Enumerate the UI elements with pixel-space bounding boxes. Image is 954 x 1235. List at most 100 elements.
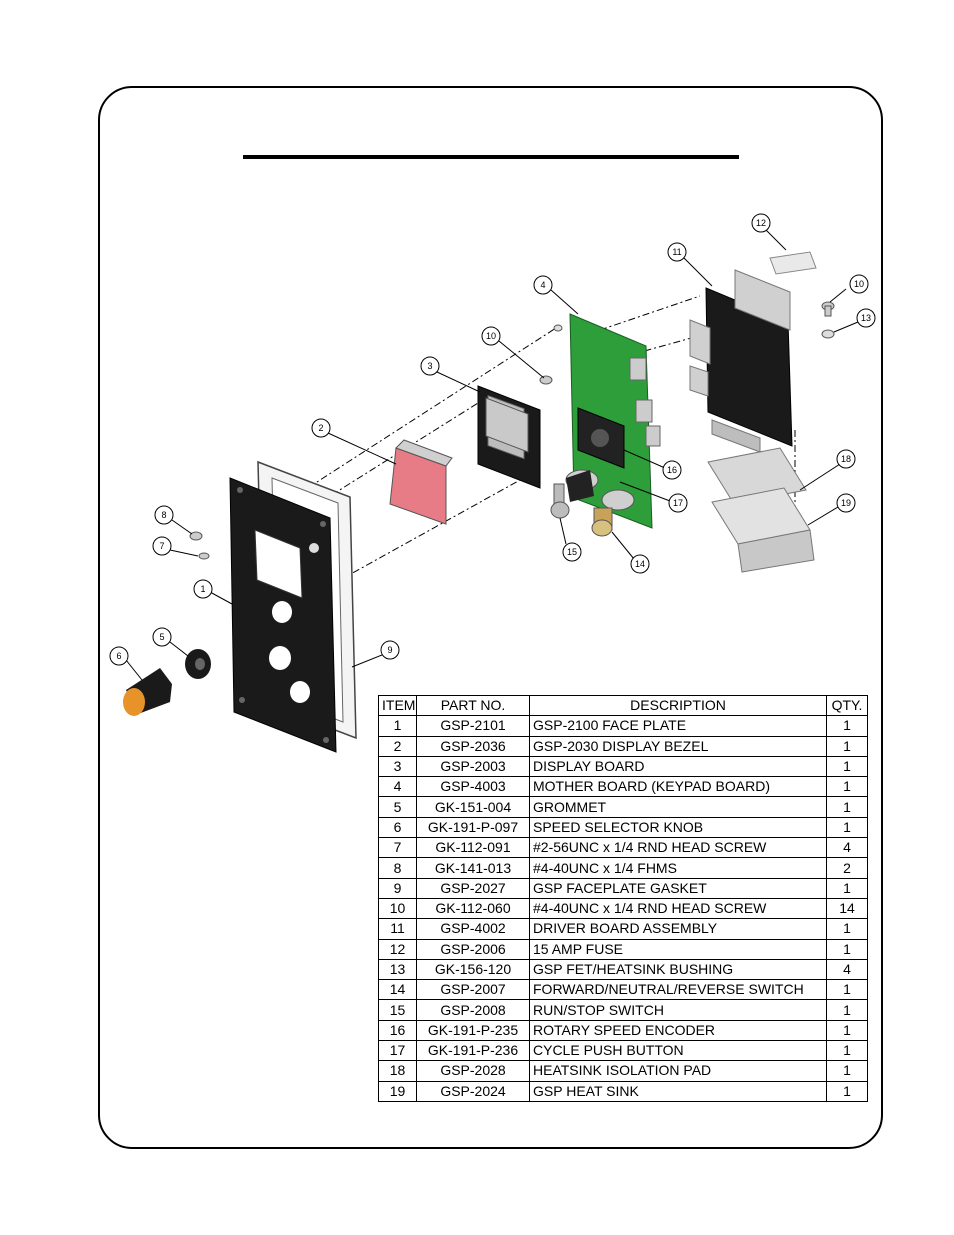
cell-description: 15 AMP FUSE (529, 938, 827, 960)
cell-qty: 4 (826, 837, 868, 859)
cell-part-no: GK-156-120 (416, 958, 530, 981)
cell-qty: 1 (826, 816, 868, 839)
cell-qty: 1 (826, 1060, 868, 1082)
cell-item: 1 (378, 715, 417, 737)
cell-item: 7 (378, 837, 417, 859)
table-header-row: ITEM PART NO. DESCRIPTION QTY. (378, 694, 868, 717)
cell-description: #4-40UNC x 1/4 RND HEAD SCREW (529, 897, 827, 920)
cell-part-no: GK-112-060 (416, 897, 530, 920)
callout-label: 14 (635, 559, 645, 569)
cell-part-no: GK-151-004 (416, 796, 530, 818)
callout-balloon: 1 (193, 579, 213, 599)
driver-board-assembly (689, 269, 793, 453)
callout-label: 13 (861, 313, 871, 323)
fuse (769, 251, 817, 275)
cell-item: 8 (378, 857, 417, 879)
callout-label: 18 (841, 454, 851, 464)
cell-qty: 1 (826, 755, 868, 778)
cell-description: DRIVER BOARD ASSEMBLY (529, 918, 827, 940)
cell-item: 6 (378, 816, 417, 839)
cell-part-no: GSP-2028 (416, 1060, 530, 1082)
cell-part-no: GSP-2003 (416, 755, 530, 778)
cell-item: 12 (378, 938, 417, 960)
callout-balloon: 7 (152, 536, 172, 556)
callout-balloon: 14 (630, 554, 650, 574)
cell-description: GSP HEAT SINK (529, 1080, 827, 1102)
callout-label: 5 (159, 632, 164, 642)
fnr-switch (591, 489, 635, 537)
header-qty: QTY. (826, 694, 868, 717)
screw-and-bushing (539, 301, 835, 385)
callout-balloon: 9 (380, 640, 400, 660)
callout-label: 1 (200, 584, 205, 594)
callout-balloon: 5 (152, 627, 172, 647)
callout-label: 4 (540, 280, 545, 290)
cell-description: FORWARD/NEUTRAL/REVERSE SWITCH (529, 979, 827, 1001)
cell-qty: 1 (826, 735, 868, 757)
cell-description: #4-40UNC x 1/4 FHMS (529, 857, 827, 879)
cell-part-no: GSP-2007 (416, 979, 530, 1001)
cell-qty: 14 (826, 897, 868, 920)
callout-label: 11 (672, 247, 681, 257)
callout-label: 10 (486, 331, 496, 341)
cell-qty: 2 (826, 857, 868, 879)
callout-label: 8 (161, 510, 166, 520)
grommet (185, 649, 211, 679)
cell-part-no: GSP-2008 (416, 999, 530, 1021)
cell-description: MOTHER BOARD (KEYPAD BOARD) (529, 776, 827, 798)
header-description: DESCRIPTION (529, 694, 827, 717)
cell-item: 18 (378, 1060, 417, 1082)
cell-description: DISPLAY BOARD (529, 755, 827, 778)
cell-qty: 1 (826, 877, 868, 899)
cell-description: CYCLE PUSH BUTTON (529, 1040, 827, 1062)
cell-description: #2-56UNC x 1/4 RND HEAD SCREW (529, 837, 827, 859)
callout-label: 19 (841, 498, 851, 508)
callout-label: 6 (116, 651, 121, 661)
cell-part-no: GK-191-P-097 (416, 816, 530, 839)
callout-balloon: 13 (856, 308, 876, 328)
callout-balloon: 17 (668, 493, 688, 513)
callout-balloon: 12 (751, 213, 771, 233)
cell-item: 14 (378, 979, 417, 1001)
cell-part-no: GSP-2024 (416, 1080, 530, 1102)
cell-description: HEATSINK ISOLATION PAD (529, 1060, 827, 1082)
cell-item: 13 (378, 958, 417, 981)
cell-qty: 1 (826, 796, 868, 818)
callout-label: 12 (756, 218, 766, 228)
cell-item: 17 (378, 1040, 417, 1062)
callout-balloon: 6 (109, 646, 129, 666)
cell-item: 9 (378, 877, 417, 899)
cell-qty: 1 (826, 938, 868, 960)
page-frame (98, 86, 883, 1149)
cell-part-no: GK-141-013 (416, 857, 530, 879)
callout-label: 16 (667, 465, 677, 475)
cell-item: 3 (378, 755, 417, 778)
cell-item: 19 (378, 1080, 417, 1102)
cell-qty: 1 (826, 918, 868, 940)
cell-description: SPEED SELECTOR KNOB (529, 816, 827, 839)
callout-label: 9 (387, 645, 392, 655)
cell-qty: 1 (826, 1040, 868, 1062)
title-underline (243, 155, 739, 159)
cell-item: 4 (378, 776, 417, 798)
cell-part-no: GSP-2006 (416, 938, 530, 960)
cell-qty: 1 (826, 776, 868, 798)
callout-label: 2 (318, 423, 323, 433)
cell-item: 15 (378, 999, 417, 1021)
cell-item: 2 (378, 735, 417, 757)
leader-lines (125, 227, 859, 681)
cell-part-no: GSP-4002 (416, 918, 530, 940)
cell-description: RUN/STOP SWITCH (529, 999, 827, 1021)
cell-part-no: GSP-2036 (416, 735, 530, 757)
